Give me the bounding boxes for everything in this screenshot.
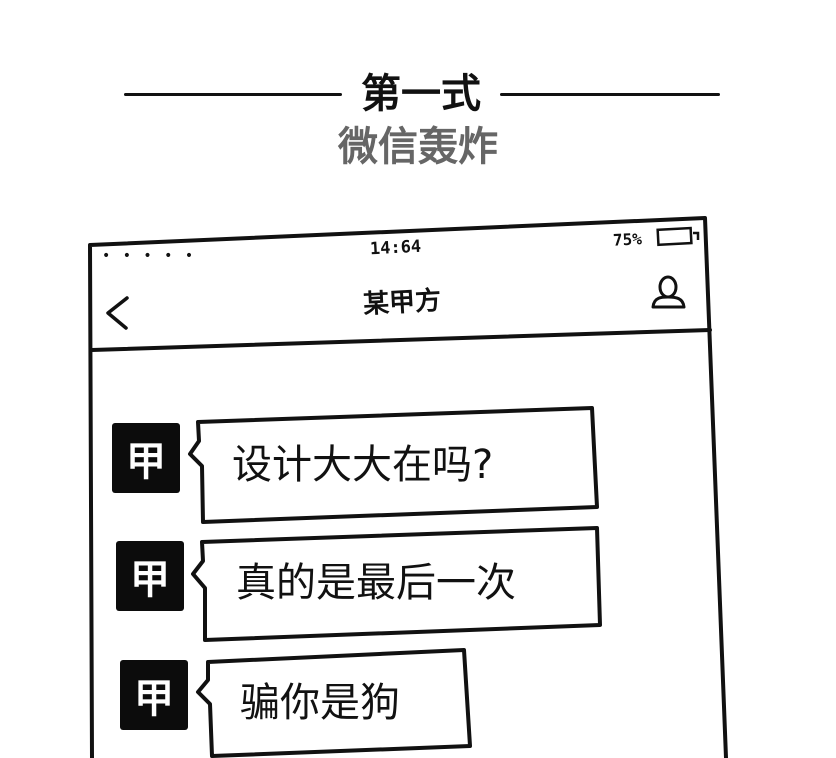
chat-title: 某甲方: [362, 285, 442, 321]
battery-icon: [656, 226, 700, 247]
avatar-2-glyph: 甲: [130, 556, 170, 603]
message-3-text: 骗你是狗: [240, 680, 400, 726]
heading-divider-right: [500, 93, 720, 96]
heading-row: 第一式: [0, 66, 836, 126]
signal-indicator: • • • • •: [102, 248, 198, 264]
avatar-1[interactable]: 甲: [112, 423, 180, 493]
message-1-text: 设计大大在吗?: [232, 442, 494, 488]
heading-subtitle: 微信轰炸: [338, 124, 498, 170]
user-icon: [651, 275, 686, 309]
bubble-3-outline: [196, 648, 472, 758]
status-time: 14:64: [369, 236, 422, 260]
bubble-2-outline: [191, 526, 602, 642]
bubble-1-outline: [188, 406, 599, 524]
avatar-1-glyph: 甲: [126, 438, 166, 485]
phone-outline: [88, 216, 728, 758]
avatar-2[interactable]: 甲: [116, 541, 184, 611]
chevron-left-icon: [106, 296, 129, 330]
avatar-3[interactable]: 甲: [120, 660, 188, 730]
header-divider: [90, 328, 712, 352]
heading-title: 第一式: [361, 71, 481, 117]
heading-divider-left: [124, 93, 342, 96]
status-battery-percent: 75%: [612, 229, 643, 250]
avatar-3-glyph: 甲: [134, 675, 174, 722]
message-2-text: 真的是最后一次: [236, 560, 516, 606]
